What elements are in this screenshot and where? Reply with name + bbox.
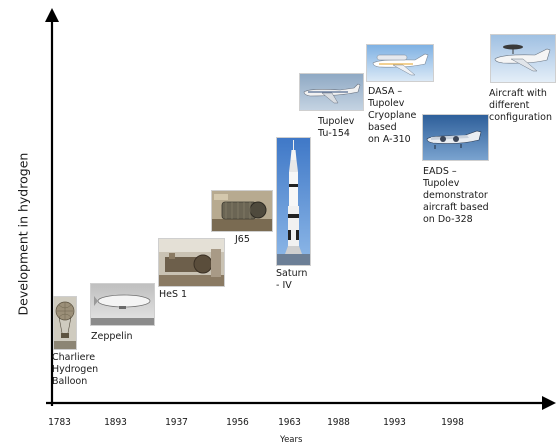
zeppelin-photo [90, 283, 155, 326]
j65-engine-photo [211, 190, 273, 232]
year-tick: 1988 [327, 417, 350, 428]
milestone-label-j65: J65 [235, 234, 250, 245]
do328-aircraft-photo [422, 114, 489, 161]
milestone-label-eads: EADS – Tupolev demonstrator aircraft bas… [423, 166, 489, 225]
tu154-aircraft-photo [299, 73, 364, 111]
milestone-label-saturn: Saturn - IV [276, 268, 308, 291]
milestone-label-tu154: Tupolev Tu-154 [318, 116, 355, 139]
year-tick: 1783 [48, 417, 71, 428]
saturn-rocket-photo [276, 137, 311, 266]
balloon-photo [53, 296, 77, 350]
milestone-label-dasa: DASA – Tupolev Cryoplane based on A-310 [368, 86, 417, 145]
x-axis-arrow [542, 396, 556, 410]
milestone-label-zeppelin: Zeppelin [91, 331, 133, 342]
future-aircraft-photo [490, 34, 556, 83]
year-tick: 1993 [383, 417, 406, 428]
y-axis-arrow [45, 8, 59, 22]
year-tick: 1998 [441, 417, 464, 428]
year-tick: 1893 [104, 417, 127, 428]
milestone-label-hes1: HeS 1 [159, 289, 188, 300]
year-tick: 1963 [278, 417, 301, 428]
milestone-label-different: Aircraft with different configuration [489, 88, 553, 123]
y-axis-label: Development in hydrogen [15, 152, 31, 316]
year-tick: 1937 [165, 417, 188, 428]
milestone-label-balloon: Charliere Hydrogen Balloon [52, 352, 99, 387]
cryoplane-aircraft-photo [366, 44, 434, 82]
hes1-engine-photo [158, 238, 225, 287]
year-tick: 1956 [226, 417, 249, 428]
x-axis-label: Years [280, 435, 303, 445]
